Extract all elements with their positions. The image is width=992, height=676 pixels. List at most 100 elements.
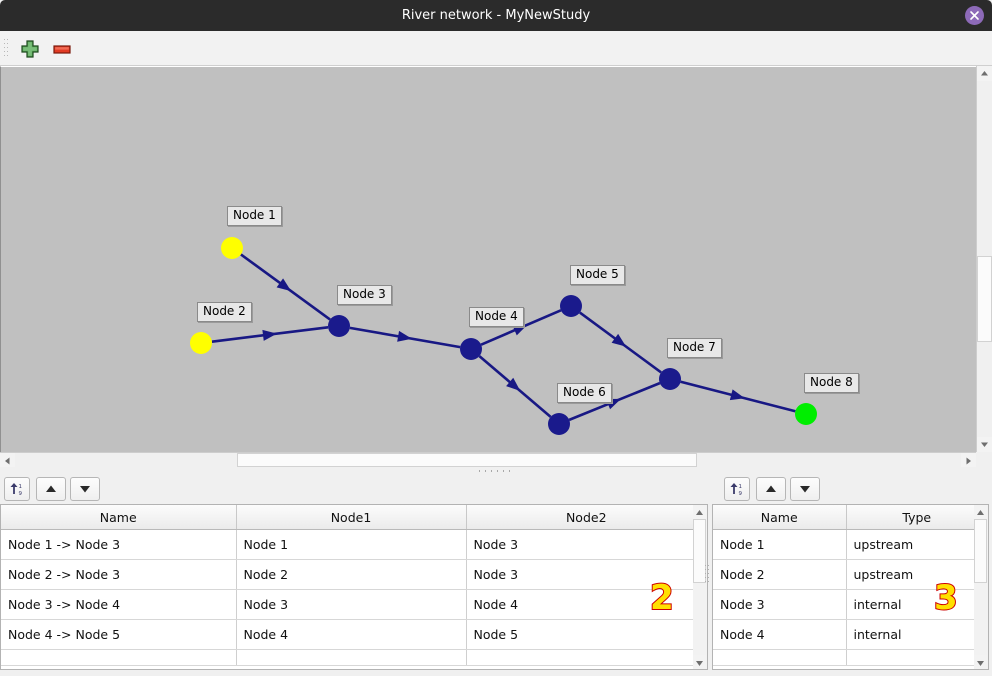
reaches-cell[interactable]: Node 3 (236, 589, 467, 620)
nodes-column-header[interactable]: Type (846, 505, 988, 530)
reaches-vertical-scrollbar[interactable] (693, 504, 708, 670)
reaches-cell[interactable]: Node 5 (466, 619, 707, 650)
svg-text:9: 9 (739, 491, 743, 497)
nodes-cell[interactable]: Node 4 (713, 619, 847, 650)
graph-node-label-node-8[interactable]: Node 8 (804, 373, 859, 393)
graph-node-node-4[interactable] (460, 338, 482, 360)
graph-node-node-2[interactable] (190, 332, 212, 354)
nodes-scroll-down-arrow-icon[interactable] (974, 655, 987, 669)
reaches-empty-cell (1, 649, 237, 666)
reaches-scroll-up-arrow-icon[interactable] (693, 505, 706, 519)
network-graph-svg (190, 237, 817, 435)
graph-vscroll-thumb[interactable] (977, 256, 992, 342)
graph-node-label-node-2[interactable]: Node 2 (197, 302, 252, 322)
graph-edge-arrow-icon (611, 333, 627, 347)
reaches-scroll-down-arrow-icon[interactable] (693, 655, 706, 669)
graph-vertical-scrollbar[interactable] (976, 66, 992, 452)
reaches-sort-button[interactable]: 1 9 (4, 477, 30, 501)
nodes-cell[interactable]: internal (846, 619, 988, 650)
nodes-cell[interactable]: Node 1 (713, 529, 847, 560)
green-plus-icon[interactable] (19, 38, 41, 60)
graph-node-node-8[interactable] (795, 403, 817, 425)
nodes-cell[interactable]: Node 3 (713, 589, 847, 620)
reaches-cell[interactable]: Node 4 (236, 619, 467, 650)
graph-nodes (190, 237, 817, 435)
splitter-grip-icon (479, 470, 513, 473)
graph-node-label-node-5[interactable]: Node 5 (570, 265, 625, 285)
scroll-left-arrow-icon[interactable] (0, 453, 15, 467)
reaches-cell[interactable]: Node 1 (236, 529, 467, 560)
nodes-sort-button[interactable]: 1 9 (724, 477, 750, 501)
graph-node-node-6[interactable] (548, 413, 570, 435)
reaches-cell[interactable]: Node 3 (466, 529, 707, 560)
scroll-down-arrow-icon[interactable] (977, 437, 992, 452)
reaches-column-header[interactable]: Node2 (466, 505, 707, 530)
reaches-cell[interactable]: Node 1 -> Node 3 (1, 529, 237, 560)
svg-text:9: 9 (19, 491, 23, 497)
graph-node-node-5[interactable] (560, 295, 582, 317)
nodes-vscroll-thumb[interactable] (974, 519, 987, 583)
reaches-empty-row (1, 649, 707, 666)
scroll-right-arrow-icon[interactable] (961, 453, 976, 467)
graph-node-label-node-4[interactable]: Node 4 (469, 307, 524, 327)
reaches-cell[interactable]: Node 3 -> Node 4 (1, 589, 237, 620)
reaches-cell[interactable]: Node 4 (466, 589, 707, 620)
graph-horizontal-scrollbar[interactable] (0, 452, 976, 467)
close-icon[interactable] (965, 6, 984, 25)
nodes-cell[interactable]: internal (846, 589, 988, 620)
panel-vertical-grip[interactable] (705, 565, 710, 589)
graph-hscroll-thumb[interactable] (237, 453, 697, 467)
nodes-cell[interactable]: Node 2 (713, 559, 847, 590)
nodes-scroll-up-arrow-icon[interactable] (974, 505, 987, 519)
graph-edge-arrow-icon (276, 278, 292, 292)
scroll-up-arrow-icon[interactable] (977, 66, 992, 81)
graph-node-label-node-1[interactable]: Node 1 (227, 206, 282, 226)
reaches-column-header[interactable]: Node1 (236, 505, 467, 530)
reaches-cell[interactable]: Node 3 (466, 559, 707, 590)
network-graph-canvas[interactable]: Node 1 Node 2 Node 3 Node 4 Node 5 Node 6 Node… (0, 66, 992, 452)
reaches-vscroll-thumb[interactable] (693, 519, 706, 583)
nodes-vertical-scrollbar[interactable] (974, 504, 989, 670)
graph-node-label-node-3[interactable]: Node 3 (337, 285, 392, 305)
svg-text:1: 1 (739, 484, 743, 490)
svg-text:1: 1 (19, 484, 23, 490)
graph-node-node-7[interactable] (659, 368, 681, 390)
nodes-move-up-button[interactable] (756, 477, 786, 501)
graph-node-label-node-7[interactable]: Node 7 (667, 338, 722, 358)
horizontal-splitter[interactable] (0, 467, 992, 475)
window-title: River network - MyNewStudy (401, 8, 591, 23)
nodes-move-down-button[interactable] (790, 477, 820, 501)
nodes-column-header[interactable]: Name (713, 505, 847, 530)
reaches-cell[interactable]: Node 2 -> Node 3 (1, 559, 237, 590)
reaches-cell[interactable]: Node 4 -> Node 5 (1, 619, 237, 650)
graph-edge-arrow-icon (397, 330, 412, 342)
nodes-cell[interactable]: upstream (846, 529, 988, 560)
graph-node-label-node-6[interactable]: Node 6 (557, 383, 612, 403)
reaches-move-down-button[interactable] (70, 477, 100, 501)
toolbar-grip[interactable] (4, 39, 9, 58)
reaches-cell[interactable]: Node 2 (236, 559, 467, 590)
reaches-move-up-button[interactable] (36, 477, 66, 501)
red-minus-icon[interactable] (51, 38, 73, 60)
graph-edge-arrow-icon (506, 377, 521, 392)
graph-node-node-3[interactable] (328, 315, 350, 337)
reaches-column-header[interactable]: Name (1, 505, 237, 530)
graph-node-node-1[interactable] (221, 237, 243, 259)
nodes-cell[interactable]: upstream (846, 559, 988, 590)
